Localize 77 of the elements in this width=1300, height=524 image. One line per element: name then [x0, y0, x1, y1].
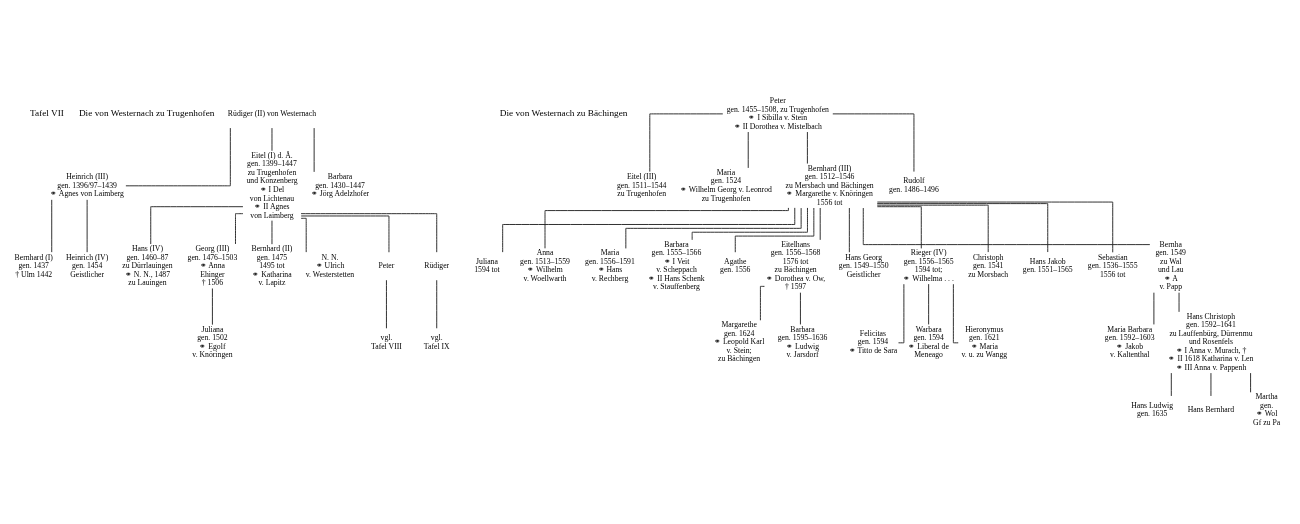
node-text: vgl. Tafel VIII	[371, 333, 402, 351]
node-text: Heinrich (IV) gen. 1454 Geistlicher	[66, 252, 109, 279]
node-text: Peter	[378, 261, 395, 271]
connector	[862, 207, 1151, 246]
node-text: Rüdiger	[424, 261, 450, 271]
connector	[876, 206, 922, 249]
connector	[734, 207, 815, 253]
connector	[125, 127, 231, 187]
connector	[544, 207, 789, 249]
node-text: Eitelhans gen. 1556–1568 1576 tot zu Bächingen ⚭ Dorothea v. Ow, † 1597	[765, 239, 826, 292]
node-text: Hans Jakob gen. 1551–1565	[1022, 256, 1073, 275]
connector	[806, 131, 808, 164]
node-text: vgl. Tafel IX	[423, 333, 450, 351]
node-text: Agathe gen. 1556	[720, 256, 751, 275]
node-text: Juliana gen. 1502 ⚭ Egolf v. Knöringen	[192, 324, 233, 360]
node-text: Peter gen. 1455–1508, zu Trugenhofen ⚭ I Sibilla v. Stein ⚭ II Dorothea v. Mistelbach	[726, 96, 829, 131]
label: Die von Westernach zu Trugenhofen	[78, 108, 215, 119]
node-text: Felicitas gen. 1594 ⚭ Titto de Sara	[848, 328, 898, 355]
connector	[1250, 372, 1252, 393]
connector	[300, 217, 307, 253]
connector	[386, 279, 387, 329]
node-text: Bernhard (I) gen. 1437 † Ulm 1442	[14, 252, 53, 279]
node-text: Juliana 1594 tot	[474, 256, 500, 275]
node-text: N. N. ⚭ Ulrich v. Westerstetten	[305, 252, 355, 279]
label: Tafel VII	[29, 108, 64, 119]
connector	[876, 201, 1114, 253]
connector	[502, 207, 796, 253]
node-text: Hans Georg gen. 1549–1550 Geistlicher	[838, 252, 889, 279]
node-text: Sebastian gen. 1536–1555 1556 tot	[1087, 252, 1138, 279]
connector	[848, 207, 850, 253]
connector	[649, 113, 724, 173]
connector	[211, 288, 213, 326]
node-text: Rüdiger (II) von Westernach	[227, 108, 317, 118]
node-text: Anna gen. 1513–1559 ⚭ Wilhelm v. Woellwarth	[520, 248, 570, 283]
connector	[51, 199, 53, 253]
connector	[150, 206, 244, 245]
node-text: Barbara gen. 1555–1566 ⚭ I Veit v. Scheppach ⚭ II Hans Schenk v. Stauffenberg	[648, 239, 705, 292]
node-text: Barbara gen. 1430–1447 ⚭ Jörg Adelzhofer	[310, 172, 370, 199]
connector	[832, 113, 915, 173]
node-text: Barbara gen. 1595–1636 ⚭ Ludwig v. Jarsdorf	[777, 324, 828, 360]
label: Die von Westernach zu Bächingen	[499, 108, 628, 119]
node-text: Rieger (IV) gen. 1556–1565 1594 tot; ⚭ Wilhelma . . .	[903, 248, 954, 283]
node-text: Hans Bernhard	[1187, 405, 1235, 415]
node-text: Rudolf gen. 1486–1496	[889, 176, 939, 194]
node-text: Maria Barbara gen. 1592–1603 ⚭ Jakob v. Kaltenthal	[1104, 324, 1155, 360]
connector	[1170, 372, 1172, 397]
connector	[876, 204, 989, 253]
connector	[300, 213, 438, 253]
node-text: Bernhard (III) gen. 1512–1546 zu Mersbach und Bächingen ⚭ Margarethe v. Knöringen 1556 tot	[785, 163, 874, 207]
connector	[300, 215, 390, 253]
node-text: Christoph gen. 1541 zu Morsbach	[968, 252, 1009, 279]
node-text: Bernhard (II) gen. 1475 1495 tot ⚭ Katharina v. Lapitz	[251, 244, 293, 288]
connector	[691, 207, 808, 241]
connector	[952, 283, 959, 344]
connector	[799, 292, 801, 325]
connector	[759, 285, 765, 321]
node-text: Hans Christoph gen. 1592–1641 zu Lauffenbürg, Dürrenmu und Rosenfels ⚭ I Anna v. Murach, † ⚭ II 1618 Katharina v. Len ⚭ III Anna v. Pappenh	[1168, 311, 1254, 372]
connector	[747, 131, 749, 169]
node-text: Georg (III) gen. 1476–1503 ⚭ Anna Ehinger † 1506	[187, 244, 238, 288]
node-text: Warbara gen. 1594 ⚭ Liberal de Meneago	[908, 324, 949, 360]
node-text: Eitel (I) d. Ä. gen. 1399–1447 zu Trugenhofen und Konzenberg ⚭ I Del von Lichtenau ⚭ II Agnes von Laimberg	[246, 150, 298, 220]
node-text: Maria gen. 1556–1591 ⚭ Hans v. Rechberg	[585, 248, 635, 283]
connector	[876, 203, 1049, 253]
node-text: Hieronymus gen. 1621 ⚭ Maria v. u. zu Wangg	[961, 324, 1008, 360]
node-text: Eitel (III) gen. 1511–1544 zu Trugenhofen	[616, 172, 667, 199]
connector	[625, 207, 802, 249]
node-text: Maria gen. 1524 ⚭ Wilhelm Georg v. Leonrod zu Trugenhofen	[680, 167, 772, 203]
connector	[819, 207, 821, 241]
connector	[235, 213, 244, 245]
connector	[928, 283, 930, 325]
connector	[436, 279, 438, 329]
node-text: Hans (IV) gen. 1460–87 zu Dürrlauingen ⚭ N. N., 1487 zu Lauingen	[122, 244, 173, 288]
node-text: Heinrich (III) gen. 1396/97–1439 ⚭ Agnes von Laimberg	[50, 172, 124, 199]
node-text: Bernha gen. 1549 zu Wal und Lau ⚭ A v. Papp	[1155, 239, 1186, 292]
node-text: Margarethe gen. 1624 ⚭ Leopold Karl v. Stein; zu Bächingen	[713, 320, 765, 364]
node-text: Martha gen. ⚭ Wol Gf zu Pa	[1253, 392, 1281, 427]
node-text: Hans Ludwig gen. 1635	[1131, 400, 1174, 419]
